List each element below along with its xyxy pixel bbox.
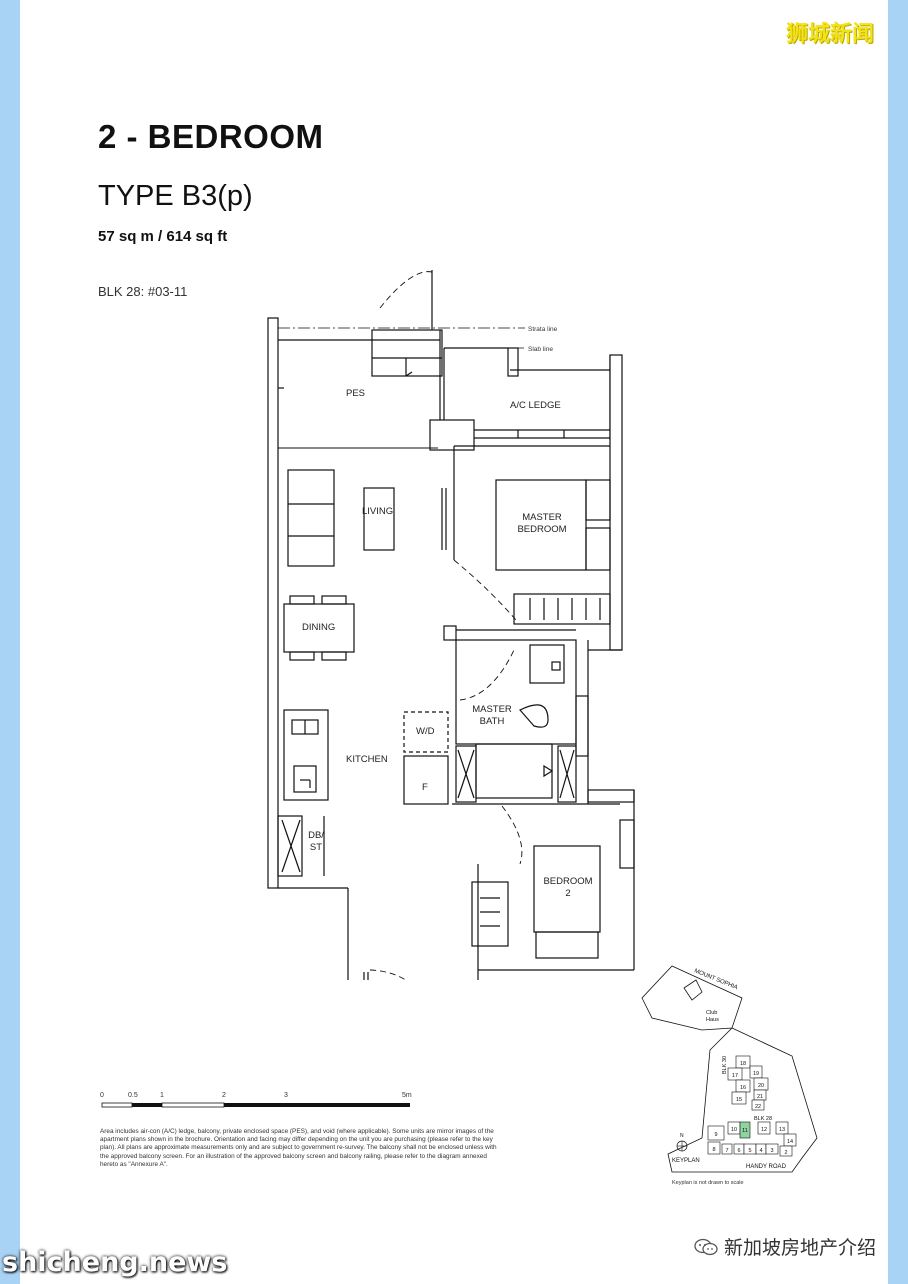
kp-block-3: 3 <box>770 1148 773 1154</box>
keyplan: 18 17 19 16 20 15 21 22 10 11 12 13 9 14… <box>632 958 832 1198</box>
wechat-account: 新加坡房地产介绍 <box>694 1233 876 1260</box>
room-db-st: DB/ ST <box>306 830 326 854</box>
kp-block-2: 2 <box>784 1150 787 1156</box>
scale-tick-0-5: 0.5 <box>128 1092 138 1099</box>
kp-block-5: 5 <box>748 1148 751 1154</box>
room-ac-ledge: A/C LEDGE <box>510 400 561 411</box>
kp-block-15: 15 <box>736 1097 742 1103</box>
unit-area: 57 sq m / 614 sq ft <box>98 228 228 245</box>
kp-block-8: 8 <box>712 1147 715 1153</box>
kp-block-10: 10 <box>731 1127 737 1133</box>
slab-line-label: Slab line <box>528 346 553 353</box>
floor-plan: Strata line Slab line PES A/C LEDGE LIVI… <box>20 260 888 1033</box>
kp-note: Keyplan is not drawn to scale <box>672 1180 744 1186</box>
kp-block-4: 4 <box>759 1148 762 1154</box>
kp-label: KEYPLAN <box>672 1158 700 1164</box>
kp-block-12: 12 <box>761 1127 767 1133</box>
scale-tick-1: 1 <box>160 1092 164 1099</box>
kp-blk-30: BLK 30 <box>722 1056 728 1074</box>
wechat-icon <box>694 1238 718 1256</box>
kp-block-22: 22 <box>755 1104 761 1110</box>
kp-block-9: 9 <box>714 1132 717 1138</box>
scale-tick-5m: 5m <box>402 1092 412 1099</box>
kp-block-7: 7 <box>725 1148 728 1154</box>
scale-bar-graphic <box>101 1102 410 1108</box>
db-st-line1: DB/ <box>308 830 324 841</box>
room-fridge: F <box>422 782 428 793</box>
north-arrow-icon: N <box>676 1133 688 1152</box>
strata-line-label: Strata line <box>528 326 558 333</box>
unit-number: BLK 28: #03-11 <box>98 284 188 299</box>
unit-type: TYPE B3(p) <box>98 180 253 212</box>
kp-block-20: 20 <box>758 1083 764 1089</box>
db-st-line2: ST <box>309 842 323 853</box>
wechat-account-name: 新加坡房地产介绍 <box>723 1237 876 1259</box>
kp-block-19: 19 <box>753 1071 759 1077</box>
kp-block-13: 13 <box>779 1127 785 1133</box>
disclaimer-text: Area includes air-con (A/C) ledge, balco… <box>100 1128 497 1168</box>
watermark-bottom: shicheng.news <box>2 1247 228 1278</box>
room-master-bath: MASTER BATH <box>466 704 518 728</box>
room-kitchen: KITCHEN <box>346 754 388 765</box>
room-dining: DINING <box>302 622 336 633</box>
kp-block-14: 14 <box>787 1139 793 1145</box>
bedroom-2-line2: 2 <box>565 888 571 899</box>
kp-road-handy: HANDY ROAD <box>746 1164 787 1170</box>
scale-tick-3: 3 <box>284 1092 288 1099</box>
kp-block-16: 16 <box>740 1085 746 1091</box>
room-bedroom-2: BEDROOM 2 <box>538 876 598 900</box>
kp-block-6: 6 <box>737 1148 740 1154</box>
floorplan-sheet: 狮城新闻 2 - BEDROOM TYPE B3(p) 57 sq m / 61… <box>20 0 888 1284</box>
scale-tick-0: 0 <box>100 1092 104 1099</box>
master-bedroom-line2: BEDROOM <box>517 524 567 535</box>
kp-haus: Haus <box>706 1017 719 1023</box>
kp-block-11: 11 <box>742 1128 748 1134</box>
north-label: N <box>680 1133 684 1139</box>
master-bedroom-line1: MASTER <box>522 512 562 523</box>
kp-block-18: 18 <box>740 1061 746 1067</box>
master-bath-line2: BATH <box>479 716 505 727</box>
keyplan-map: 18 17 19 16 20 15 21 22 10 11 12 13 9 14… <box>641 965 818 1186</box>
room-pes: PES <box>346 388 366 399</box>
room-master-bedroom: MASTER BEDROOM <box>512 512 572 536</box>
room-wd: W/D <box>416 726 435 737</box>
scale-bar: 0 0.5 1 2 3 5m <box>100 1092 420 1122</box>
room-living: LIVING <box>362 506 394 517</box>
scale-tick-2: 2 <box>222 1092 226 1099</box>
watermark-top: 狮城新闻 <box>785 22 874 47</box>
kp-club: Club <box>706 1010 717 1016</box>
page-title: 2 - BEDROOM <box>98 118 324 155</box>
master-bath-line1: MASTER <box>472 704 512 715</box>
floor-plan-drawing: Strata line Slab line <box>267 270 635 1033</box>
kp-blk-28: BLK 28 <box>754 1116 772 1122</box>
kp-block-21: 21 <box>757 1094 763 1100</box>
bedroom-2-line1: BEDROOM <box>543 876 593 887</box>
kp-block-17: 17 <box>732 1073 738 1079</box>
